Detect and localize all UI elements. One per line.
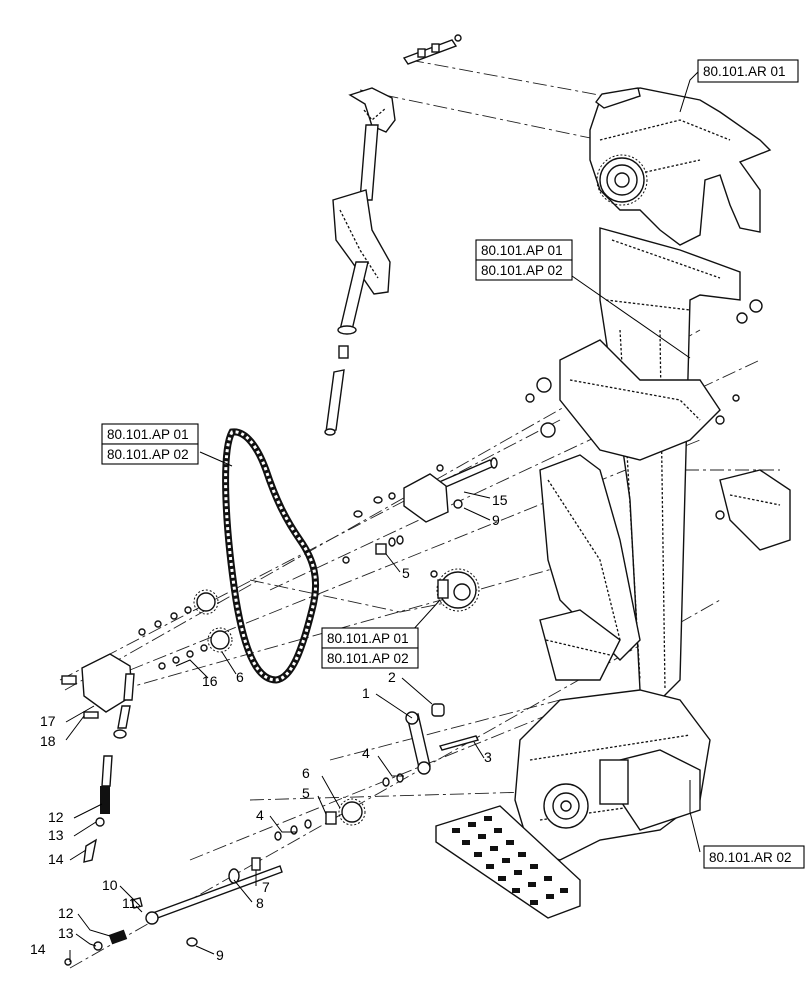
roller-chain xyxy=(222,428,320,684)
reference-text: 80.101.AR 02 xyxy=(709,850,792,865)
upper-gear-housing xyxy=(589,87,772,246)
callout-4: 4 xyxy=(362,745,370,761)
springs xyxy=(64,755,128,966)
callout-numbers: 15 9 5 16 6 17 18 2 1 3 4 6 5 4 12 13 14… xyxy=(30,492,508,963)
callout-3: 3 xyxy=(484,749,492,765)
reference-box-mid-upper: 80.101.AP 01 80.101.AP 02 xyxy=(475,239,573,281)
callout-1: 1 xyxy=(362,685,370,701)
callout-2: 2 xyxy=(388,669,396,685)
lower-shaft xyxy=(131,857,283,947)
callout-14: 14 xyxy=(30,941,46,957)
callout-12: 12 xyxy=(58,905,74,921)
callout-9: 9 xyxy=(492,512,500,528)
reference-text: 80.101.AP 02 xyxy=(327,651,409,666)
callout-13: 13 xyxy=(58,925,74,941)
callout-6: 6 xyxy=(302,765,310,781)
reference-text: 80.101.AP 02 xyxy=(481,263,563,278)
callout-9: 9 xyxy=(216,947,224,963)
center-sprocket xyxy=(430,568,480,612)
reference-text: 80.101.AP 02 xyxy=(107,447,189,462)
callout-15: 15 xyxy=(492,492,508,508)
crank-arm-assembly xyxy=(382,703,480,787)
reference-text: 80.101.AP 01 xyxy=(481,243,563,258)
upper-support-arm xyxy=(324,87,396,436)
reference-text: 80.101.AP 01 xyxy=(327,631,409,646)
reference-box-center-sprocket: 80.101.AP 01 80.101.AP 02 xyxy=(321,627,419,669)
lower-chassis xyxy=(514,609,711,861)
reference-box-left-chain: 80.101.AP 01 80.101.AP 02 xyxy=(101,423,199,465)
step-plate xyxy=(435,805,581,919)
callout-18: 18 xyxy=(40,733,56,749)
spacer-row xyxy=(342,535,404,564)
reference-box-top-right: 80.101.AR 01 xyxy=(697,59,799,83)
callout-10: 10 xyxy=(102,877,118,893)
callout-13: 13 xyxy=(48,827,64,843)
callout-5: 5 xyxy=(402,565,410,581)
callout-11: 11 xyxy=(122,895,137,911)
callout-5: 5 xyxy=(302,785,310,801)
tensioner-shaft-assembly xyxy=(353,457,498,523)
reference-text: 80.101.AR 01 xyxy=(703,64,786,79)
callout-17: 17 xyxy=(40,713,56,729)
callout-16: 16 xyxy=(202,673,218,689)
callout-7: 7 xyxy=(262,879,270,895)
reference-text: 80.101.AP 01 xyxy=(107,427,189,442)
reference-box-bottom-right: 80.101.AR 02 xyxy=(703,845,805,869)
callout-14: 14 xyxy=(48,851,64,867)
vertical-frame-column xyxy=(525,227,791,701)
callout-4: 4 xyxy=(256,807,264,823)
left-idler-assembly xyxy=(61,589,233,739)
top-bolts xyxy=(402,34,462,65)
callout-6: 6 xyxy=(236,669,244,685)
callout-8: 8 xyxy=(256,895,264,911)
lower-sprocket xyxy=(274,798,366,841)
callout-12: 12 xyxy=(48,809,64,825)
leader-lines xyxy=(65,69,701,962)
